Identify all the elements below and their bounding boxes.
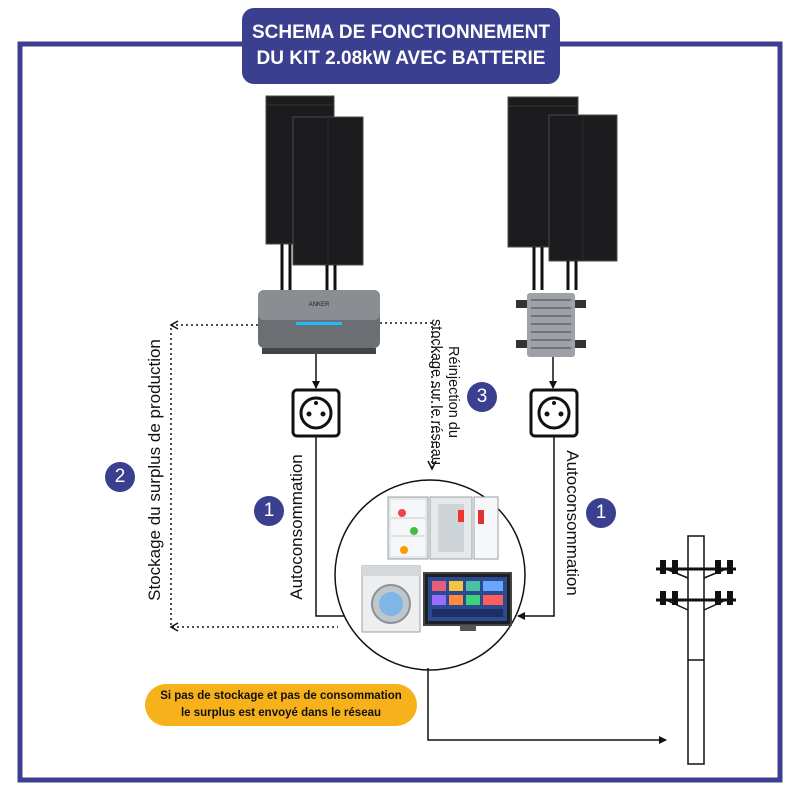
badge-autoconso-right: 1: [586, 498, 616, 528]
flow-grid: [427, 668, 667, 744]
label-autoconso-right: Autoconsommation: [563, 450, 582, 596]
title-line-2: DU KIT 2.08kW AVEC BATTERIE: [256, 48, 546, 69]
badge-autoconso-left: 1: [254, 496, 284, 526]
grid-surplus-note: Si pas de stockage et pas de consommatio…: [145, 684, 417, 726]
flow-stockage: [170, 324, 338, 628]
flow-reinjection: [380, 322, 433, 468]
solar-panels-right: [507, 96, 618, 290]
label-autoconso-left: Autoconsommation: [287, 454, 306, 600]
badge-reinjection: 3: [467, 382, 497, 412]
reinjection-line-1: Réinjection du: [445, 346, 461, 438]
battery-unit: ANKER: [258, 290, 380, 354]
micro-inverter: [516, 293, 586, 357]
solar-panels-left: [265, 95, 364, 292]
appliances-circle: [334, 479, 526, 671]
label-stockage: Stockage du surplus de production: [145, 339, 164, 601]
outlet-right: [529, 357, 579, 438]
note-line-1: Si pas de stockage et pas de consommatio…: [160, 690, 402, 702]
note-line-2: le surplus est envoyé dans le réseau: [180, 707, 382, 719]
title-line-1: SCHEMA DE FONCTIONNEMENT: [251, 22, 551, 43]
outer-frame: [17, 41, 783, 783]
flow-autoconso-left: [315, 436, 353, 620]
utility-pole: [656, 535, 736, 765]
badge-stockage: 2: [105, 462, 135, 492]
label-reinjection: Réinjection du stockage sur le réseau: [427, 319, 461, 465]
reinjection-line-2: stockage sur le réseau: [428, 319, 444, 465]
diagram-title: SCHEMA DE FONCTIONNEMENT DU KIT 2.08kW A…: [242, 8, 560, 84]
flow-autoconso-right: [517, 436, 555, 620]
battery-brand: ANKER: [309, 302, 330, 308]
outlet-left: [291, 354, 341, 438]
